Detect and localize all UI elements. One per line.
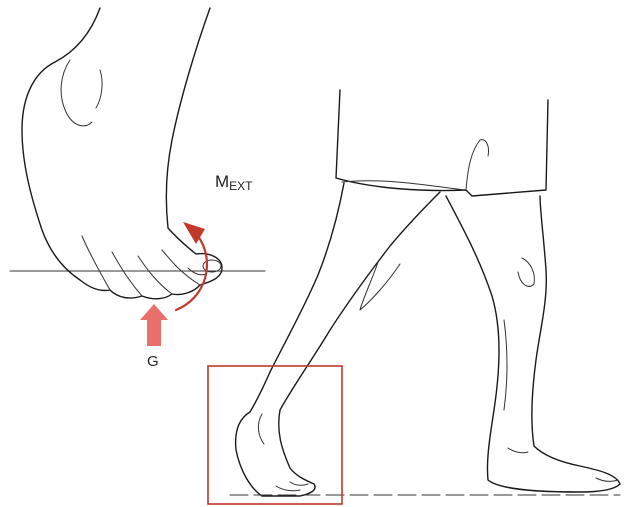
toe-3 xyxy=(138,256,172,294)
toe-2 xyxy=(112,252,142,296)
foot-contour xyxy=(61,60,92,126)
up-arrow-shaft-icon xyxy=(147,318,161,346)
up-arrow-icon xyxy=(140,304,168,320)
ground-force-label: G xyxy=(147,353,159,370)
curved-arrow-icon xyxy=(176,236,207,310)
front-ankle-contour xyxy=(508,448,528,453)
moment-label-sub: EXT xyxy=(229,179,253,193)
force-arrow xyxy=(140,304,168,346)
moment-arrow xyxy=(176,222,207,310)
toe-4 xyxy=(162,250,200,285)
moment-label: MEXT xyxy=(215,172,253,193)
moment-label-main: M xyxy=(215,172,229,191)
back-calf-contour xyxy=(258,414,264,444)
back-leg-outline xyxy=(236,183,440,496)
back-toes xyxy=(276,482,308,491)
shorts-fold xyxy=(466,140,489,190)
foot-outline xyxy=(22,8,222,299)
walking-legs xyxy=(230,90,620,496)
front-knee-contour xyxy=(518,258,534,286)
toe-1 xyxy=(82,236,110,290)
front-shin-contour xyxy=(504,320,507,410)
front-leg-outline xyxy=(446,196,620,492)
highlight-box xyxy=(208,366,342,504)
foot-contour-2 xyxy=(96,70,102,108)
shorts xyxy=(336,90,548,196)
back-knee-contour xyxy=(360,262,400,310)
foot-closeup xyxy=(10,8,265,299)
